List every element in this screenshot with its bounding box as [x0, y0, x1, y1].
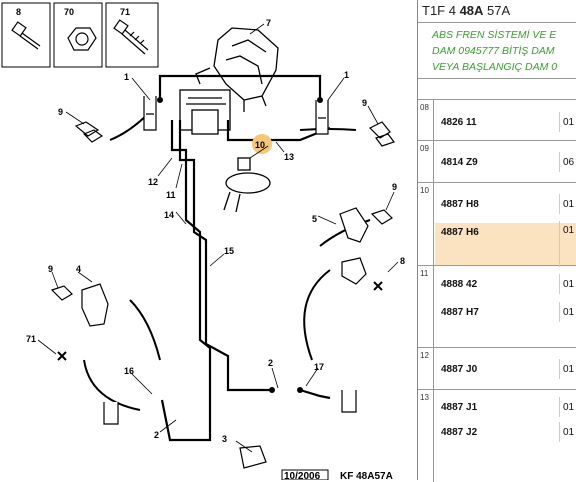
callout-2-left: 2	[154, 430, 159, 440]
part-qty: 01	[559, 397, 574, 417]
callout-1-left: 1	[124, 72, 129, 82]
parts-group-10: 10 4887 H8 01 4887 H6 01	[418, 183, 576, 267]
part-qty: 01	[559, 302, 574, 322]
bolt-8-icon	[11, 21, 41, 50]
unions	[157, 97, 323, 393]
group-number: 08	[418, 100, 434, 140]
callout-1-right: 1	[344, 70, 349, 80]
callout-9-left: 9	[58, 107, 63, 117]
callout-3: 3	[222, 434, 227, 444]
bolt-71-icon	[113, 19, 149, 55]
part-ref: 4887 H6	[441, 227, 479, 238]
group-number: 10	[418, 183, 434, 265]
part-qty: 01	[559, 422, 574, 442]
panel-spacer	[418, 79, 576, 100]
pad-clips	[50, 121, 395, 301]
nut-70-icon	[67, 27, 97, 51]
selected-callout-highlight	[252, 134, 272, 154]
callout-9-mid: 9	[392, 182, 397, 192]
part-qty: 01	[559, 274, 574, 294]
diagram-code: KF 48A57A	[340, 471, 393, 480]
header-code: 48A	[459, 3, 484, 18]
part-row[interactable]: 4887 H8 01	[435, 194, 576, 214]
callout-10: 10	[255, 140, 265, 150]
part-ref: 4888 42	[441, 278, 478, 290]
group-number: 09	[418, 141, 434, 182]
parts-group-13: 13 4887 J1 01 4887 J2 01	[418, 390, 576, 482]
caliper-brackets	[81, 96, 369, 469]
part-qty: 01	[559, 112, 574, 132]
group-number: 13	[418, 390, 434, 482]
header-suffix: 57A	[483, 3, 511, 18]
catalog-header: T1F 4 48A 57A	[418, 0, 576, 23]
part-row[interactable]: 4826 11 01	[435, 112, 576, 132]
parts-panel: T1F 4 48A 57A ABS FREN SİSTEMİ VE E DAM …	[417, 0, 576, 482]
note-line: VEYA BAŞLANGIÇ DAM 0	[432, 61, 558, 73]
callout-70: 70	[64, 7, 74, 17]
brake-booster	[223, 157, 271, 213]
callout-15: 15	[224, 246, 234, 256]
callout-71: 71	[120, 7, 130, 17]
parts-group-08: 08 4826 11 01	[418, 100, 576, 141]
callout-9-lower: 9	[48, 264, 53, 274]
part-ref: 4887 H8	[441, 198, 479, 210]
part-row-selected[interactable]: 4887 H6 01	[435, 221, 576, 267]
group-number: 12	[418, 348, 434, 389]
part-ref: 4887 J1	[441, 401, 478, 413]
part-row[interactable]: 4887 H7 01	[435, 302, 576, 322]
callout-17: 17	[314, 362, 324, 372]
callout-8: 8	[16, 7, 21, 17]
screw-markers	[57, 281, 383, 361]
part-ref: 4814 Z9	[441, 156, 478, 168]
note-line: ABS FREN SİSTEMİ VE E	[432, 29, 557, 41]
callout-7: 7	[266, 18, 271, 28]
parts-group-12: 12 4887 J0 01	[418, 348, 576, 390]
part-row[interactable]: 4814 Z9 06	[435, 152, 576, 172]
note-line: DAM 0945777 BİTİŞ DAM	[432, 45, 555, 57]
part-row[interactable]: 4888 42 01	[435, 274, 576, 294]
callout-4: 4	[76, 264, 81, 274]
part-row[interactable]: 4887 J0 01	[435, 359, 576, 379]
parts-diagram: 8 70 71 7 1 1 9 9 10 13 12 11 14 15 5 9 …	[1, 2, 405, 480]
callout-71-lower: 71	[26, 334, 36, 344]
part-row[interactable]: 4887 J1 01	[435, 397, 576, 417]
callout-14: 14	[164, 210, 174, 220]
callout-labels: 8 70 71 7 1 1 9 9 10 13 12 11 14 15 5 9 …	[16, 7, 405, 444]
callout-13: 13	[284, 152, 294, 162]
parts-group-09: 09 4814 Z9 06	[418, 141, 576, 183]
hardware-box-group	[1, 2, 159, 68]
leader-lines	[37, 23, 399, 453]
part-ref: 4887 J0	[441, 363, 478, 375]
master-cylinder	[179, 89, 231, 135]
catalog-note: ABS FREN SİSTEMİ VE E DAM 0945777 BİTİŞ …	[418, 23, 576, 79]
callout-5: 5	[312, 214, 317, 224]
part-ref: 4826 11	[441, 116, 477, 128]
part-ref: 4887 H7	[441, 306, 479, 318]
group-number: 11	[418, 266, 434, 347]
part-row[interactable]: 4887 J2 01	[435, 422, 576, 442]
callout-2-right: 2	[268, 358, 273, 368]
callout-9-right: 9	[362, 98, 367, 108]
part-qty: 01	[559, 221, 574, 267]
callout-12: 12	[148, 177, 158, 187]
flexible-hoses	[109, 111, 371, 361]
header-prefix: T1F 4	[422, 3, 460, 18]
part-qty: 01	[559, 194, 574, 214]
wheel-arcs	[83, 269, 331, 411]
callout-11: 11	[166, 190, 176, 200]
part-qty: 06	[559, 152, 574, 172]
parts-group-11: 11 4888 42 01 4887 H7 01	[418, 266, 576, 348]
part-ref: 4887 J2	[441, 426, 478, 438]
part-qty: 01	[559, 359, 574, 379]
callout-8-right: 8	[400, 256, 405, 266]
callout-16: 16	[124, 366, 134, 376]
diagram-date: 10/2006	[284, 471, 321, 480]
